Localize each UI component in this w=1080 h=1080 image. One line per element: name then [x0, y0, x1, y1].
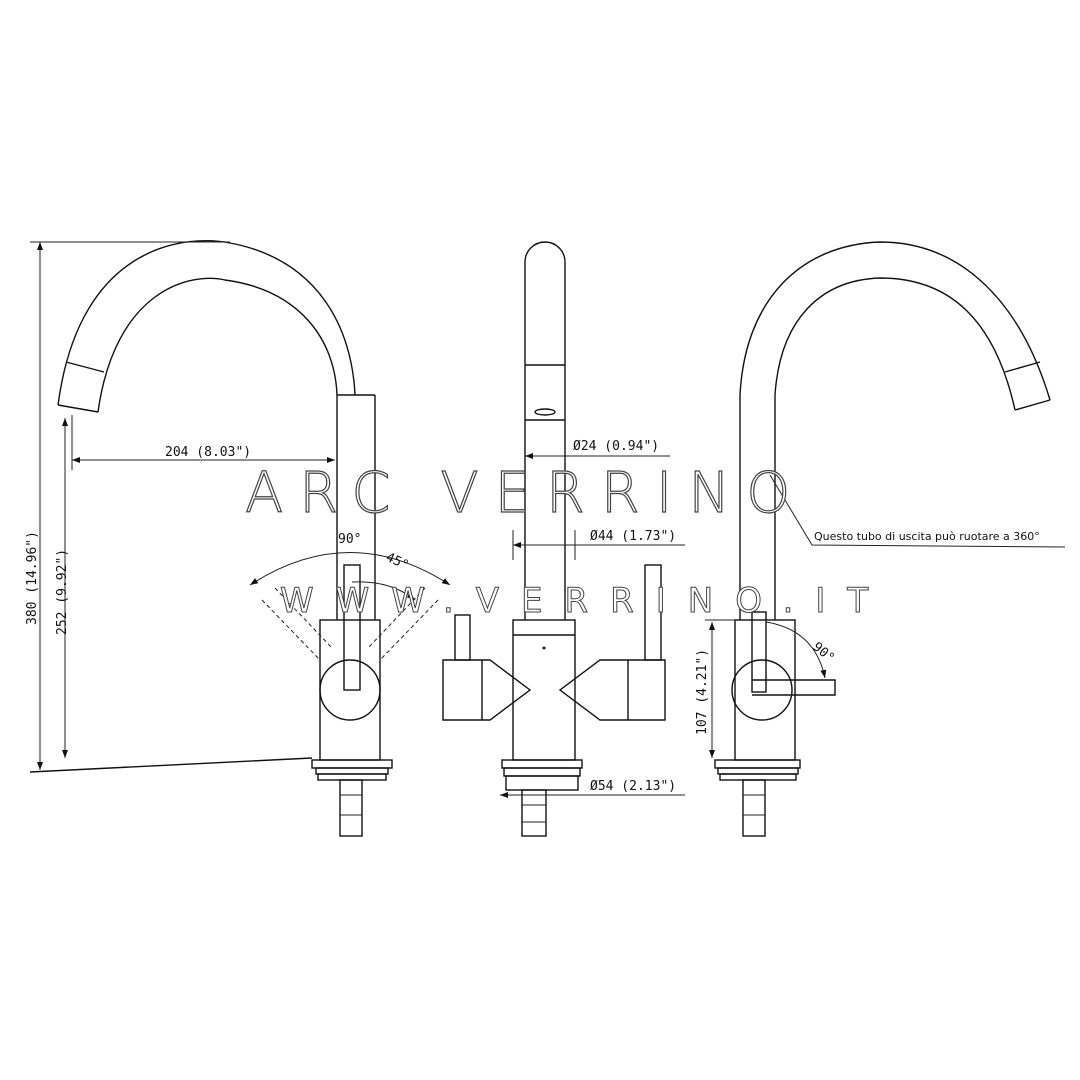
dim-base-diameter: Ø54 (2.13") [590, 779, 676, 794]
left-valve [442, 659, 532, 721]
shank [339, 779, 363, 837]
dim-spout-height: 252 (9.92") [55, 549, 70, 635]
right-side-lever [644, 564, 662, 661]
spout-outer-right [739, 241, 1051, 401]
spout-outer [57, 240, 356, 406]
front-view [442, 241, 685, 837]
angle-45: 45° [383, 550, 411, 574]
left-side-lever [454, 614, 471, 661]
spout-tube [524, 241, 566, 620]
angle-side-90: 90° [809, 640, 837, 667]
lever-handle [343, 564, 361, 691]
dim-spout-diameter: Ø24 (0.94") [573, 439, 659, 454]
right-valve [558, 659, 666, 721]
watermark-url: WWW.VERRINO.IT [280, 581, 890, 621]
watermark-title: ARC VERRINO [245, 461, 806, 526]
rotation-note: Questo tubo di uscita può ruotare a 360° [814, 530, 1040, 543]
spout-inner [97, 277, 338, 413]
valve-body-center [512, 619, 576, 761]
dim-body-height: 107 (4.21") [695, 649, 710, 735]
dim-total-height: 380 (14.96") [25, 531, 40, 625]
dim-body-diameter: Ø44 (1.73") [590, 529, 676, 544]
side-view-left [29, 240, 451, 837]
valve-knob [319, 659, 381, 721]
angle-90: 90° [338, 532, 361, 547]
dim-spout-reach: 204 (8.03") [165, 445, 251, 460]
side-view-right [705, 241, 1066, 837]
